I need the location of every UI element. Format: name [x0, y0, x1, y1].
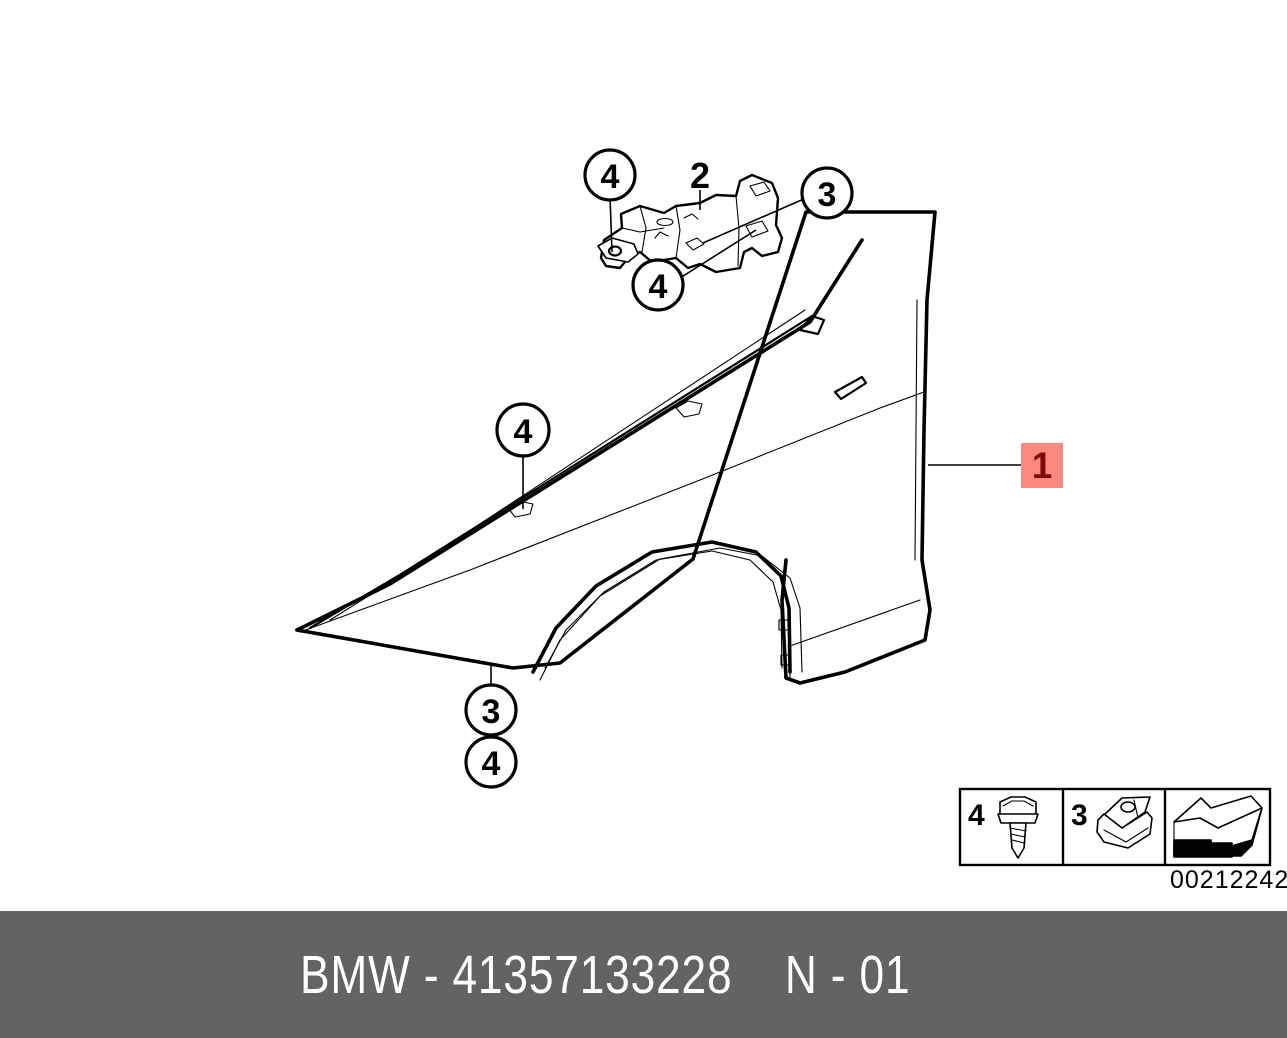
legend-box: 4 3 [958, 787, 1287, 894]
fender-panel-illustration [295, 210, 937, 685]
leader-callout-4-bracket-bottom [679, 229, 757, 279]
footer-part-number: BMW - 41357133228 N - 01 [300, 944, 911, 1005]
fender-upper-flange-inner [308, 314, 814, 630]
bracket-relief-arc-2 [654, 231, 669, 239]
spring-clip-nut-icon [1096, 796, 1153, 849]
wheel-arch-edge [531, 540, 792, 674]
callout-3-fender-bottom[interactable]: 3 [464, 683, 518, 737]
wheel-arch-outer-guide [539, 547, 803, 681]
bracket-left-hole [607, 245, 623, 257]
diagram-number: 00212242 [1170, 866, 1287, 894]
view-direction-arrow-icon [1173, 795, 1263, 858]
drawing-canvas: 4 2 3 4 4 3 [295, 148, 1287, 894]
screw-thread-3 [1011, 839, 1025, 844]
callout-3-bracket[interactable]: 3 [800, 166, 854, 220]
screw-thread-1 [1009, 827, 1027, 832]
bracket-relief-arc-1 [683, 213, 699, 220]
fender-character-crease [299, 391, 925, 633]
fender-upper-flange-hairline [329, 309, 806, 621]
leader-lines [490, 190, 1021, 687]
callout-circle [631, 258, 685, 312]
fender-rear-edge-inner [914, 299, 918, 561]
callout-circle [583, 148, 637, 202]
callout-1-highlight[interactable]: 1 [1021, 443, 1063, 488]
arrow-base-bar [1173, 842, 1233, 858]
wheel-arch-inner-lip [544, 550, 783, 669]
leader-callout-4-bracket-left [609, 195, 613, 253]
callout-label: 3 [818, 176, 837, 214]
callout-circle [464, 735, 518, 789]
screw-flange [997, 813, 1039, 824]
fender-flange-endcap [798, 314, 826, 336]
wheel-arch-notch-a [778, 619, 790, 631]
clip-stud [1120, 801, 1136, 813]
clip-lower-edge [1103, 827, 1149, 843]
callout-4-bracket-left[interactable]: 4 [583, 148, 637, 202]
bracket-upper-slot [656, 217, 674, 227]
legend-cell-2-number: 3 [1071, 799, 1088, 832]
bracket-fold-d [621, 227, 665, 233]
callout-label: 4 [649, 268, 668, 306]
callout-circle [464, 683, 518, 737]
bracket-fold-b [675, 205, 681, 259]
arrow-right-edge [1251, 807, 1263, 843]
callout-4-bracket-bottom[interactable]: 4 [631, 258, 685, 312]
clip-fold [1133, 799, 1139, 819]
callout-2-plain[interactable]: 2 [690, 155, 710, 196]
leader-callout-3-bracket [702, 197, 807, 244]
callout-label: 4 [482, 745, 501, 783]
callout-label: 3 [482, 693, 501, 731]
screw-shank [1009, 822, 1027, 859]
technical-illustration: 4 2 3 4 4 3 [295, 148, 1287, 894]
callout-circle [495, 402, 551, 458]
callout-label: 4 [514, 413, 533, 451]
clip-body [1096, 811, 1153, 849]
footer-bar: BMW - 41357133228 N - 01 [0, 911, 1287, 1038]
bracket-fold-a [639, 205, 647, 253]
arrow-upper-face [1173, 795, 1263, 829]
legend-cell-1-number: 4 [968, 799, 985, 832]
callout-label: 2 [690, 155, 710, 196]
callout-balloons: 4 2 3 4 4 3 [464, 148, 854, 789]
fender-outer-contour [295, 210, 937, 685]
rear-sill-step-line [789, 599, 921, 647]
side-marker-slot [833, 375, 868, 401]
callout-4-fender-mid[interactable]: 4 [495, 402, 551, 458]
callout-label: 4 [601, 158, 620, 196]
callout-4-fender-bottom[interactable]: 4 [464, 735, 518, 789]
screw-thread-2 [1010, 833, 1026, 838]
fender-flange-screw-seat [507, 500, 534, 518]
screw-head-top-arc [1002, 800, 1034, 807]
callout-1-label: 1 [1031, 445, 1053, 486]
hex-head-screw-icon [997, 796, 1039, 859]
bracket-center-square-hole [685, 237, 705, 251]
bracket-right-hole-upper [749, 181, 771, 197]
callout-circle [800, 166, 854, 220]
fender-flange-screw-seat-2 [675, 400, 703, 418]
